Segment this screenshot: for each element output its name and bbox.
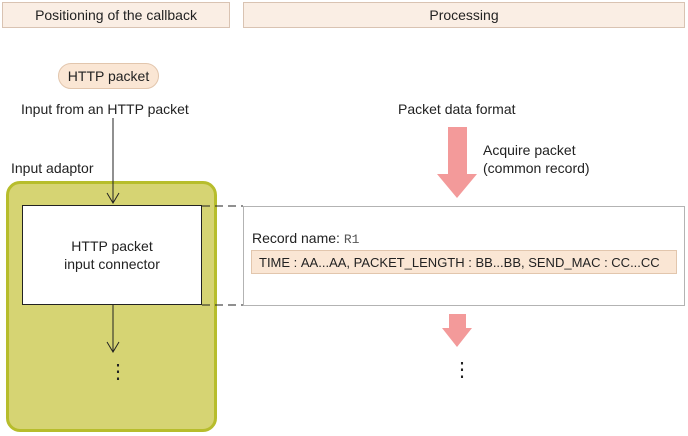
acquire-arrow — [437, 127, 477, 198]
acquire-packet-label: Acquire packet (common record) — [483, 141, 590, 177]
connector-label-line1: HTTP packet — [71, 238, 153, 254]
record-name-value: R1 — [343, 232, 360, 247]
output-arrowhead — [106, 341, 120, 353]
record-fields: TIME : AA...AA, PACKET_LENGTH : BB...BB,… — [251, 250, 677, 274]
input-from-http-label: Input from an HTTP packet — [21, 101, 189, 117]
left-continuation-dots: ⋮ — [108, 361, 128, 383]
input-adaptor-label: Input adaptor — [11, 160, 94, 176]
http-packet-pill: HTTP packet — [58, 63, 159, 89]
header-processing: Processing — [243, 2, 685, 28]
connector-label-line2: input connector — [64, 256, 160, 272]
acquire-packet-line2: (common record) — [483, 160, 590, 176]
next-arrow — [442, 314, 472, 347]
input-arrowhead — [106, 192, 120, 204]
right-continuation-dots: ⋮ — [452, 359, 472, 381]
http-packet-input-connector: HTTP packet input connector — [22, 205, 202, 305]
record-name: Record name: R1 — [252, 230, 359, 247]
acquire-packet-line1: Acquire packet — [483, 142, 576, 158]
packet-data-format-label: Packet data format — [398, 101, 516, 117]
header-positioning: Positioning of the callback — [2, 2, 230, 28]
record-name-label: Record name: — [252, 230, 340, 246]
